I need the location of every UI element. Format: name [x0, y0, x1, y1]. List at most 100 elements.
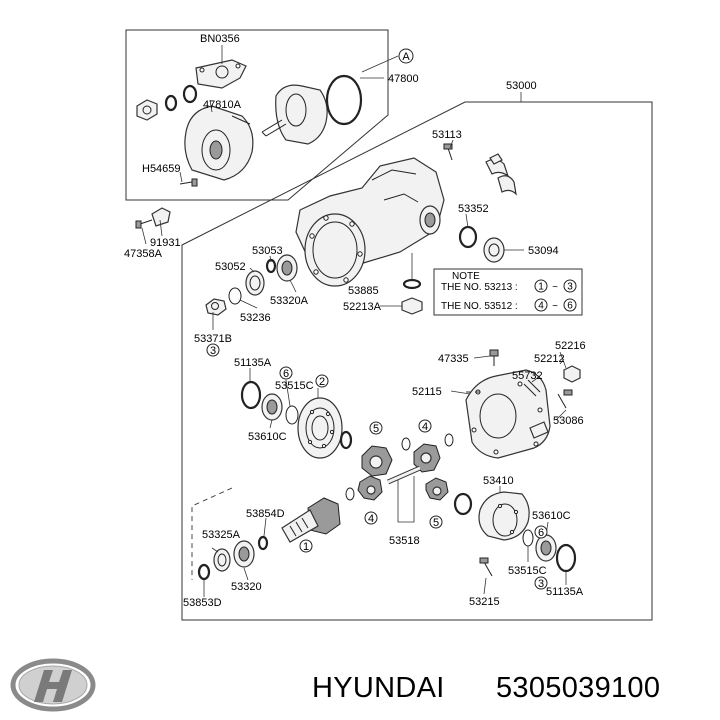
coupling-47800-body [261, 84, 328, 145]
circle-2-marker [315, 374, 329, 388]
spacer-53236 [228, 287, 242, 305]
washer-b [182, 84, 198, 104]
note-circle-4 [534, 298, 548, 312]
bearing-race-51135a [240, 380, 262, 410]
circle-4-marker-b [364, 511, 378, 525]
circle-3-marker-b [534, 576, 548, 590]
note-line2-tilde: ~ [552, 301, 558, 312]
part-number: 5305039100 [496, 672, 660, 704]
label-circle-6b: 6 [538, 527, 544, 539]
label-52212: 52212 [534, 353, 565, 365]
nut-53371b [205, 298, 227, 316]
plug-52216 [563, 365, 581, 383]
collapsible-spacer [257, 535, 269, 551]
pinion-gear-left [357, 475, 383, 501]
circle-6-marker-a [279, 366, 293, 380]
label-53000: 53000 [506, 80, 537, 92]
thrust-washer-a [444, 433, 454, 447]
oil-seal-53352 [458, 225, 478, 249]
note-line2-from: 4 [538, 301, 544, 312]
bolt-h54659 [179, 178, 198, 187]
label-55732: 55732 [512, 370, 543, 382]
upper-inset-box [125, 29, 389, 201]
label-53410: 53410 [483, 475, 514, 487]
label-circle-6a: 6 [283, 368, 289, 380]
label-53371b: 53371B [194, 333, 232, 345]
note-line1-to: 3 [567, 282, 573, 293]
label-53086: 53086 [553, 415, 584, 427]
thrust-washer-c [345, 487, 355, 501]
label-53325a: 53325A [202, 529, 241, 541]
circle-1-marker [299, 539, 313, 553]
label-53610c-right: 53610C [532, 510, 571, 522]
brand-name: HYUNDAI [312, 672, 445, 704]
flange-53094 [483, 237, 505, 263]
bracket-91931 [151, 207, 171, 227]
circle-a-marker [398, 48, 414, 64]
note-circle-1 [534, 279, 548, 293]
label-53320: 53320 [231, 581, 262, 593]
label-53610c-left: 53610C [248, 431, 287, 443]
differential-case-53410 [478, 491, 530, 541]
label-53053: 53053 [252, 245, 283, 257]
label-53320a: 53320A [270, 295, 309, 307]
ring-gear-washer [339, 430, 353, 450]
circle-4-marker-a [418, 419, 432, 433]
bearing-53320 [233, 540, 255, 568]
bearing-53610c-right [535, 534, 557, 562]
rear-cover-52115 [465, 369, 551, 459]
bearing-53610c-left [261, 393, 283, 421]
label-h54659: H54659 [142, 163, 181, 175]
label-51135a-top: 51135A [234, 357, 272, 369]
label-circle-4b: 4 [368, 513, 374, 525]
note-box [433, 268, 583, 316]
label-circle-2: 2 [319, 376, 325, 388]
bearing-cap-upper [485, 153, 517, 196]
washer-53885 [402, 278, 422, 290]
label-53515c-bottom: 53515C [508, 565, 547, 577]
pinion-gear-right [425, 477, 449, 501]
label-circle-5a: 5 [373, 423, 379, 435]
label-52216: 52216 [555, 340, 586, 352]
bearing-53325a [213, 548, 231, 572]
label-52115: 52115 [412, 386, 442, 398]
label-circle-5b: 5 [433, 517, 439, 529]
circle-3-marker-a [206, 343, 220, 357]
label-53853d: 53853D [183, 597, 222, 609]
circle-6-marker-b [534, 525, 548, 539]
hyundai-logo-icon [10, 658, 96, 712]
label-51135a-bottom: 51135A [546, 586, 584, 598]
side-gear-right [413, 443, 441, 473]
label-47810a: 47810A [203, 99, 242, 111]
carrier-housing-53000 [295, 157, 445, 287]
pinion-shaft-53518 [386, 465, 422, 523]
label-circle-1: 1 [303, 541, 309, 553]
note-line1-from: 1 [538, 282, 544, 293]
label-47358a: 47358A [124, 248, 163, 260]
seal-ring-47800 [325, 74, 363, 126]
label-circle-3a: 3 [210, 345, 216, 357]
label-53515c-top: 53515C [275, 380, 314, 392]
note-title: NOTE [452, 271, 480, 282]
label-47800: 47800 [388, 73, 419, 85]
bolt-53113 [443, 143, 453, 161]
thrust-washer-lower [453, 492, 473, 516]
main-assembly-box [181, 101, 653, 621]
label-53052: 53052 [215, 261, 246, 273]
shim-53515c [285, 405, 299, 425]
leader-lines [141, 45, 567, 597]
bolts-55732 [523, 379, 541, 397]
label-bn0356: BN0356 [200, 33, 240, 45]
label-53113: 53113 [432, 129, 462, 141]
label-47335: 47335 [438, 353, 469, 365]
dashed-guide-left [191, 487, 233, 580]
note-line2-prefix: THE NO. 53512 : [441, 301, 518, 312]
bolt-53086 [557, 389, 573, 409]
label-53236: 53236 [240, 312, 271, 324]
label-circle-3b: 3 [538, 578, 544, 590]
note-line1-tilde: ~ [552, 282, 558, 293]
shim-53853d [197, 563, 211, 581]
label-52213a: 52213A [343, 301, 382, 313]
